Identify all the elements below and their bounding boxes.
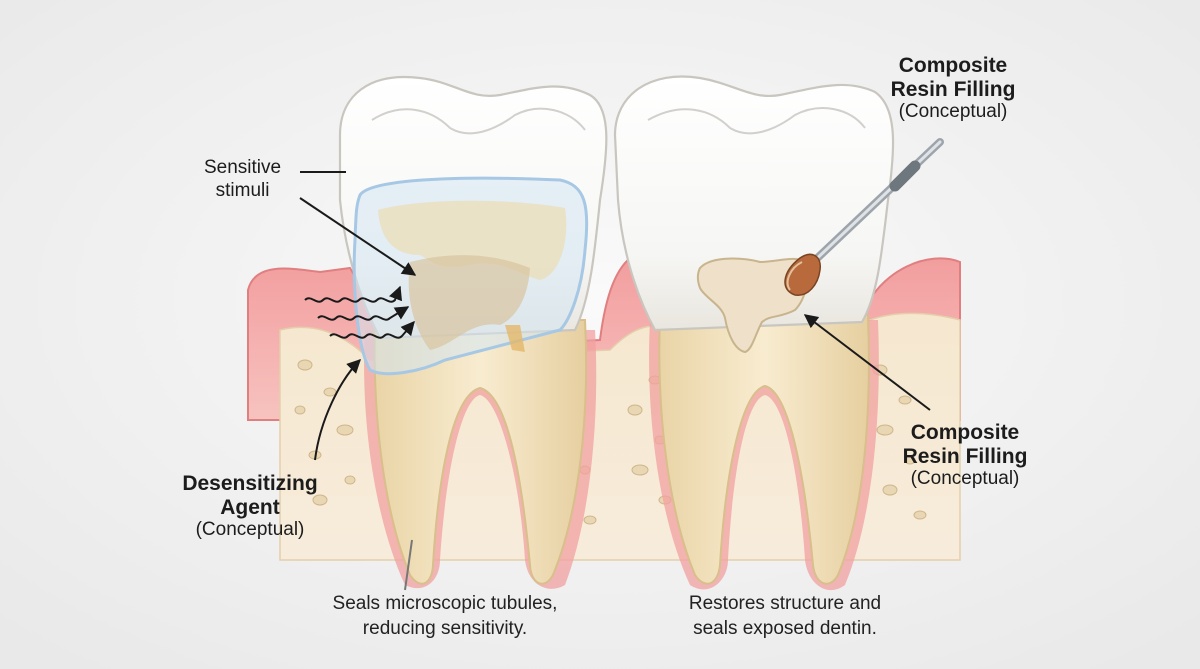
caption-right-line1: Restores structure and — [688, 593, 882, 614]
desensitizing-agent-subtitle: (Conceptual) — [195, 519, 305, 541]
sensitive-stimuli-label: Sensitive stimuli — [204, 157, 281, 203]
left-tooth-roots — [373, 319, 588, 585]
stimuli-waves — [304, 285, 415, 339]
right-tooth-roots — [658, 314, 870, 585]
caption-right-line2: seals exposed dentin. — [693, 617, 877, 639]
right-tooth — [613, 75, 944, 591]
probe-line — [404, 539, 413, 591]
exposed-dentin — [378, 200, 567, 280]
resin-right-title1: Composite — [910, 421, 1020, 444]
caption-left: Seals microscopic tubules, reducing sens… — [300, 592, 590, 641]
resin-right-subtitle: (Conceptual) — [910, 468, 1020, 490]
resin-right-title2: Resin Filling — [902, 444, 1028, 468]
desensitizing-agent-label: Desensitizing Agent (Conceptual) — [170, 472, 330, 540]
caption-right: Restores structure and seals exposed den… — [655, 592, 915, 641]
leader-lines — [299, 171, 931, 461]
resin-top-title2: Resin Filling — [890, 77, 1016, 101]
desensitizing-agent-title1: Desensitizing — [182, 472, 318, 495]
resin-filling — [696, 257, 809, 354]
resin-top-subtitle: (Conceptual) — [898, 101, 1008, 123]
resin-top-title1: Composite — [898, 54, 1008, 77]
resin-filling-label-top: Composite Resin Filling (Conceptual) — [878, 54, 1028, 122]
desensitizing-agent-title2: Agent — [220, 495, 280, 519]
caption-left-line1: Seals microscopic tubules, — [332, 593, 558, 614]
applicator-brush — [784, 138, 944, 296]
resin-filling-label-right: Composite Resin Filling (Conceptual) — [890, 421, 1040, 489]
right-tooth-crown — [613, 75, 895, 332]
sensitive-stimuli-line2: stimuli — [215, 179, 270, 201]
sensitive-stimuli-line1: Sensitive — [204, 157, 282, 178]
caption-left-line2: reducing sensitivity. — [362, 617, 528, 639]
